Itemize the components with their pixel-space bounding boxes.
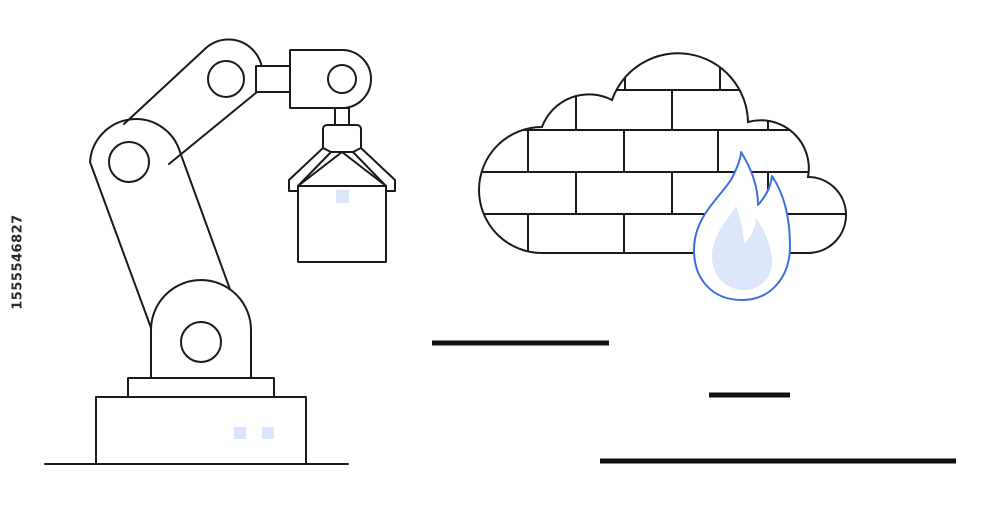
held-box — [297, 151, 387, 263]
robot-base — [95, 396, 307, 465]
upper-arm-edge-top — [123, 47, 207, 125]
wrist-connector — [255, 65, 293, 93]
flame-icon — [693, 151, 791, 301]
held-box-label — [336, 190, 349, 203]
elbow-joint — [108, 141, 150, 183]
base-plate — [127, 377, 275, 398]
ground-dashes — [432, 340, 956, 464]
robotic-arm-icon — [44, 38, 396, 465]
base-light-1 — [234, 427, 246, 439]
head-joint — [327, 64, 357, 94]
stock-id-label: 1555546827 — [10, 214, 26, 310]
wrist-ring — [207, 60, 245, 98]
base-light-2 — [262, 427, 274, 439]
gripper-neck — [334, 107, 350, 126]
firewall-cloud-icon — [478, 52, 847, 254]
flame-inner — [712, 206, 772, 290]
shoulder-joint — [180, 321, 222, 363]
upper-arm-edge-bottom — [168, 91, 258, 165]
gripper-body — [322, 124, 362, 153]
cloud-outline — [478, 52, 847, 254]
